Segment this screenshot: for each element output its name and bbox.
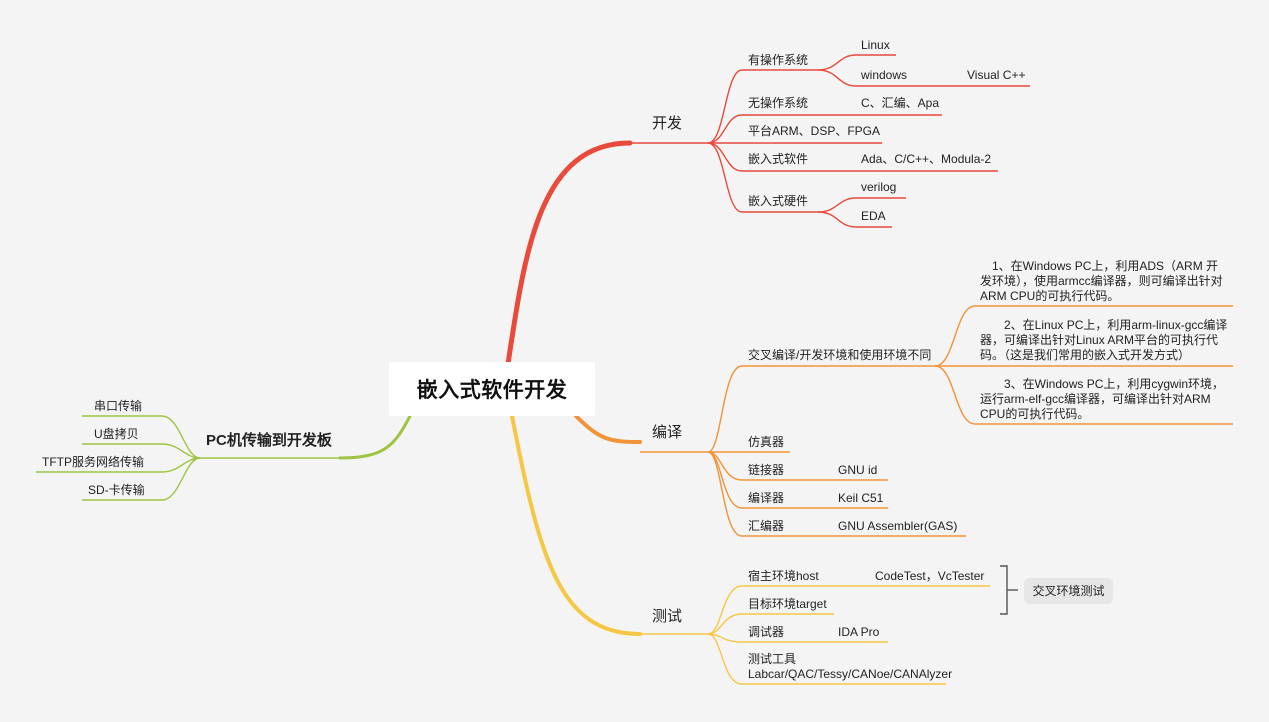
node-compiler[interactable]: 编译器 (748, 491, 785, 505)
node-serial[interactable]: 串口传输 (94, 399, 143, 413)
summary-cross-env-test[interactable]: 交叉环境测试 (1024, 578, 1113, 604)
node-linker[interactable]: 链接器 (748, 463, 785, 477)
note-linux-gcc[interactable]: 2、在Linux PC上，利用arm-linux-gcc编译器，可编译出针对Li… (980, 318, 1228, 362)
node-eda[interactable]: EDA (861, 209, 886, 223)
connector-root-pc (338, 414, 412, 460)
branch-bianyi[interactable]: 编译 (652, 424, 683, 441)
branch-pc[interactable]: PC机传输到开发板 (206, 432, 332, 449)
connector-root-ceshi (510, 414, 642, 636)
node-target-env[interactable]: 目标环境target (748, 597, 827, 611)
node-codetest[interactable]: CodeTest，VcTester (875, 569, 985, 583)
branch-ceshi[interactable]: 测试 (652, 608, 683, 625)
node-sd-card[interactable]: SD-卡传输 (88, 483, 145, 497)
node-with-os[interactable]: 有操作系统 (748, 53, 809, 67)
node-gnu-gas[interactable]: GNU Assembler(GAS) (838, 519, 958, 533)
node-emb-hw[interactable]: 嵌入式硬件 (748, 194, 809, 208)
node-debugger[interactable]: 调试器 (748, 625, 785, 639)
node-platform[interactable]: 平台ARM、DSP、FPGA (748, 124, 881, 138)
node-windows[interactable]: windows (861, 68, 908, 82)
node-no-os-lang[interactable]: C、汇编、Apa (861, 96, 940, 110)
connector-root-kaifa (505, 140, 633, 367)
node-no-os[interactable]: 无操作系统 (748, 96, 809, 110)
branch-kaifa[interactable]: 开发 (652, 115, 683, 132)
node-usb[interactable]: U盘拷贝 (94, 427, 139, 441)
node-assembler[interactable]: 汇编器 (748, 519, 785, 533)
node-host-env[interactable]: 宿主环境host (748, 569, 819, 583)
node-simulator[interactable]: 仿真器 (748, 435, 785, 449)
node-ida-pro[interactable]: IDA Pro (838, 625, 880, 639)
node-visual-cpp[interactable]: Visual C++ (967, 68, 1026, 82)
summary-bracket (1000, 565, 1018, 615)
node-keil-c51[interactable]: Keil C51 (838, 491, 884, 505)
node-verilog[interactable]: verilog (861, 180, 897, 194)
node-linux[interactable]: Linux (861, 38, 890, 52)
node-tftp[interactable]: TFTP服务网络传输 (42, 455, 144, 469)
root-node[interactable]: 嵌入式软件开发 (389, 362, 595, 416)
note-windows-ads[interactable]: 1、在Windows PC上，利用ADS（ARM 开发环境），使用armcc编译… (980, 259, 1223, 303)
node-emb-sw-lang[interactable]: Ada、C/C++、Modula-2 (861, 152, 992, 166)
root-node-label: 嵌入式软件开发 (416, 379, 568, 402)
connector-root-bianyi (574, 414, 642, 444)
node-test-tools[interactable]: 测试工具Labcar/QAC/Tessy/CANoe/CANAlyzer (748, 652, 953, 681)
node-cross-compile[interactable]: 交叉编译/开发环境和使用环境不同 (748, 348, 932, 362)
node-gnu-id[interactable]: GNU id (838, 463, 878, 477)
note-cygwin[interactable]: 3、在Windows PC上，利用cygwin环境，运行arm-elf-gcc编… (980, 377, 1225, 421)
node-emb-sw[interactable]: 嵌入式软件 (748, 152, 809, 166)
